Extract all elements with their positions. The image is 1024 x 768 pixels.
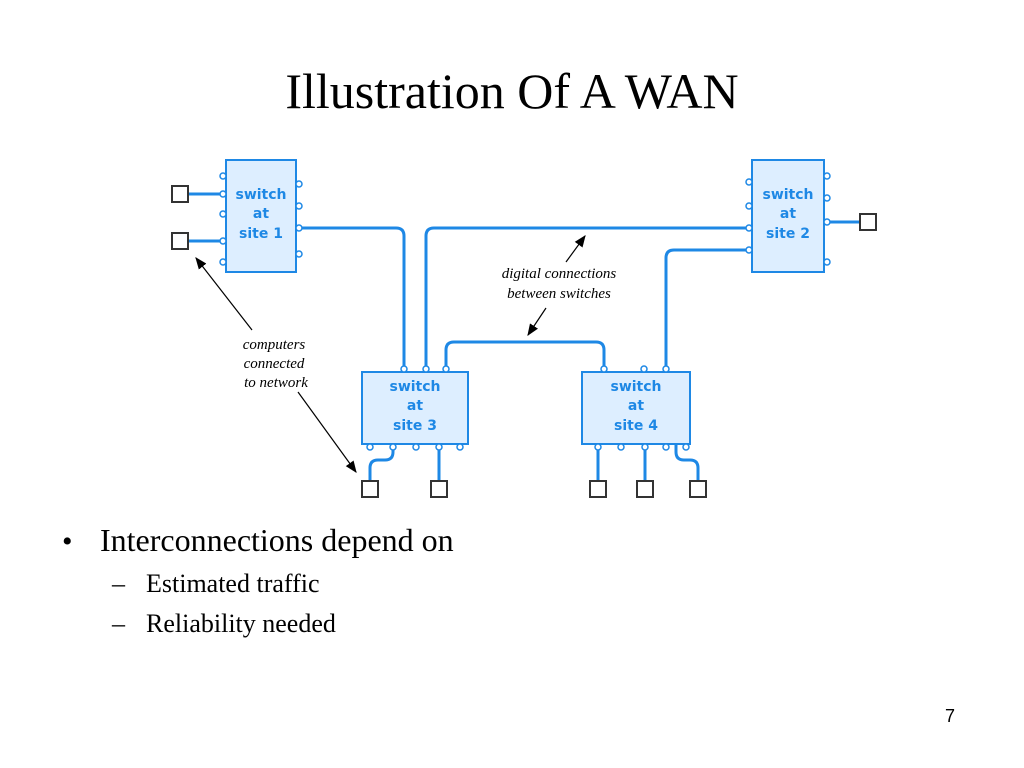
- sub-bullet-item: – Reliability needed: [112, 609, 454, 639]
- sub-bullet-text: Reliability needed: [146, 609, 336, 638]
- computer-icon: [589, 480, 607, 498]
- switch-site4-label-line3: site 4: [614, 418, 658, 434]
- link-site2-site3: [424, 226, 750, 374]
- switch-site3-box: [361, 371, 469, 445]
- slide-title: Illustration Of A WAN: [285, 63, 739, 119]
- link-site3-computer1: [368, 442, 395, 482]
- switch-site3-label-line3: site 3: [393, 418, 437, 434]
- computer-icon: [171, 185, 189, 203]
- sub-bullet-text: Estimated traffic: [146, 569, 320, 598]
- annotation-computers-line2: connected: [244, 356, 305, 372]
- sub-bullet-dash: –: [112, 609, 125, 638]
- computer-icon: [636, 480, 654, 498]
- computer-icon: [361, 480, 379, 498]
- switch-site2-label-line2: at: [780, 206, 796, 222]
- annotation-computers-line1: computers: [243, 337, 306, 353]
- arrow-digital-up: [565, 235, 586, 263]
- annotation-digital-line1: digital connections: [502, 266, 617, 282]
- switch-site2-box: [751, 159, 825, 273]
- arrow-computers-up: [195, 257, 253, 331]
- link-site1-site3: [298, 226, 406, 374]
- switch-site3-label-line1: switch: [389, 379, 440, 395]
- sub-bullet-dash: –: [112, 569, 125, 598]
- switch-site1-box: [225, 159, 297, 273]
- switch-site3-label-line2: at: [407, 398, 423, 414]
- switch-site2-label-line3: site 2: [766, 226, 810, 242]
- computer-icon: [689, 480, 707, 498]
- sub-bullet-item: – Estimated traffic: [112, 569, 454, 599]
- link-site3-site4: [444, 340, 606, 374]
- link-site2-site4: [664, 248, 750, 374]
- link-site4-computer3: [674, 442, 700, 482]
- annotation-digital-line2: between switches: [507, 286, 611, 302]
- switch-site4-label-line2: at: [628, 398, 644, 414]
- bullet-main-text: Interconnections depend on: [100, 522, 454, 558]
- switch-site2-label-line1: switch: [762, 187, 813, 203]
- arrow-computers-down: [297, 391, 357, 473]
- page-number: 7: [945, 706, 956, 726]
- switch-site1-label-line1: switch: [235, 187, 286, 203]
- switch-site4-label-line1: switch: [610, 379, 661, 395]
- switch-site4-box: [581, 371, 691, 445]
- bullet-item: • Interconnections depend on: [62, 522, 454, 559]
- annotation-computers-line3: to network: [244, 375, 308, 391]
- computer-icon: [430, 480, 448, 498]
- switch-site1-label-line2: at: [253, 206, 269, 222]
- arrow-digital-down: [527, 307, 547, 336]
- bullet-list: • Interconnections depend on – Estimated…: [62, 522, 454, 639]
- computer-icon: [859, 213, 877, 231]
- bullet-dot: •: [62, 525, 73, 558]
- switch-site1-label-line3: site 1: [239, 226, 283, 242]
- computer-icon: [171, 232, 189, 250]
